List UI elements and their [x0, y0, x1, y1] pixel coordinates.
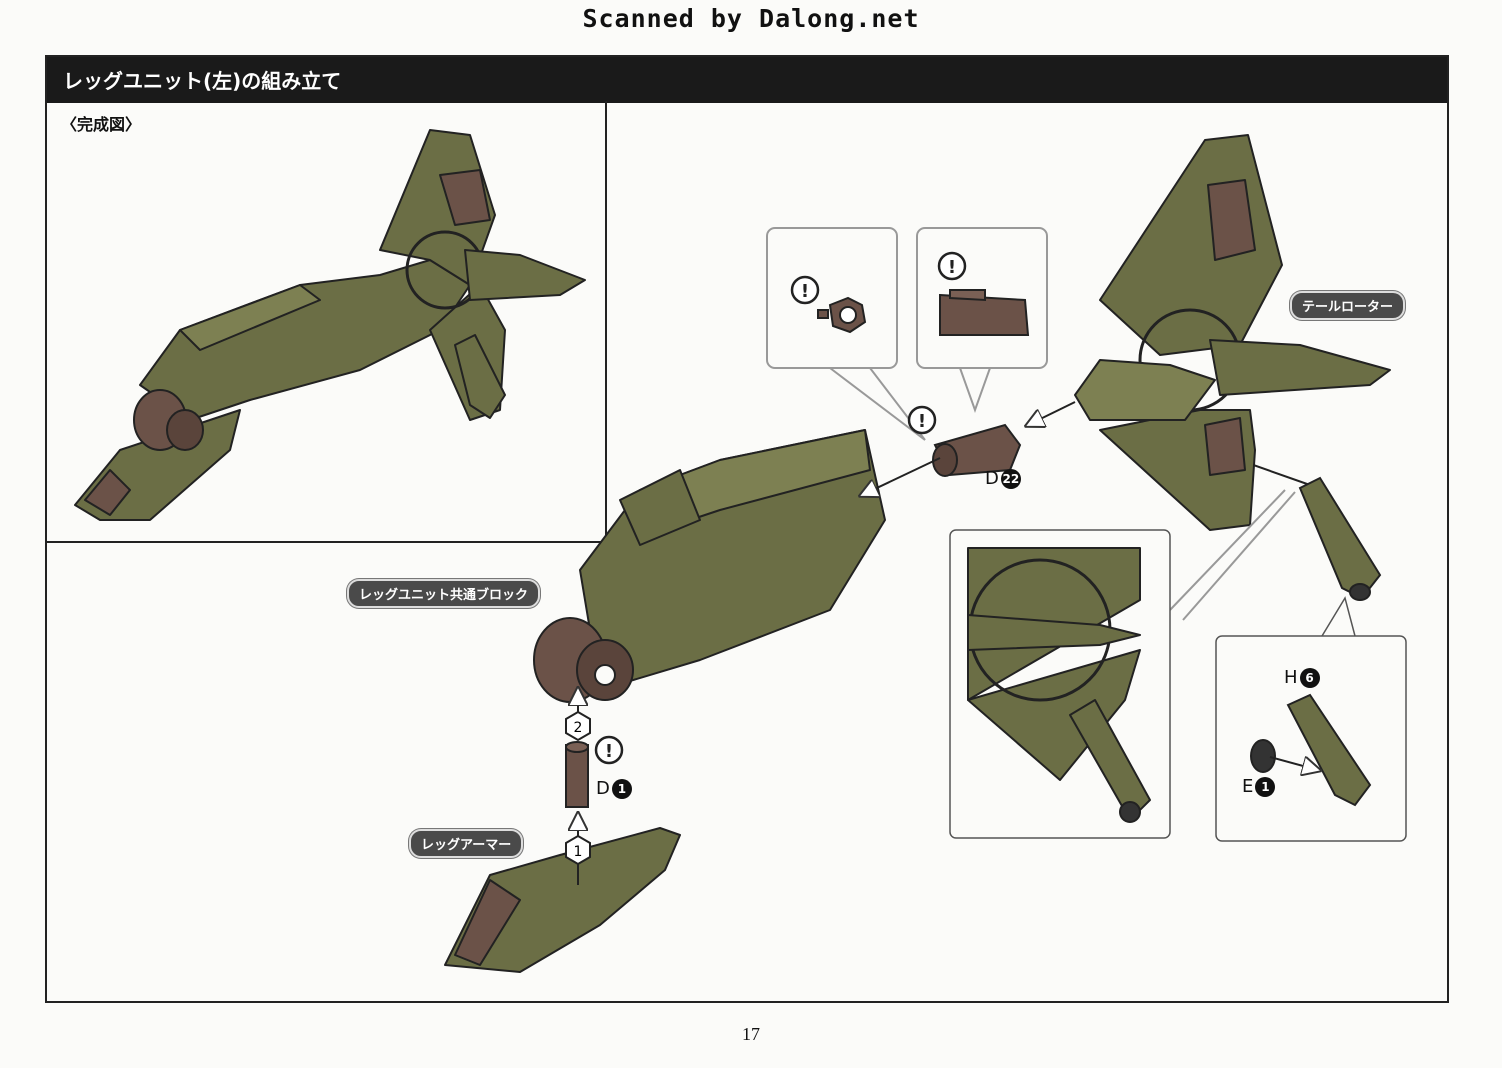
pin-d1: [565, 741, 589, 808]
rotor-detail-illustration: [967, 547, 1151, 823]
block-part: [939, 289, 1030, 336]
connector-d22: [932, 423, 1022, 477]
part-number-badge: 6: [1299, 668, 1320, 688]
pod-detail-illustration: [1250, 693, 1372, 807]
leg-common-block: [533, 429, 886, 703]
part-letter: D: [596, 778, 610, 799]
callout-nut: [766, 227, 898, 369]
page-number: 17: [742, 1024, 760, 1044]
tail-rotor-unit: [1074, 134, 1391, 531]
page-title: レッグユニット(左)の組み立て: [63, 69, 342, 93]
completed-leg-illustration: [74, 129, 586, 521]
label-common-block: レッグユニット共通ブロック: [347, 579, 541, 608]
step-1-number: 1: [574, 844, 583, 860]
part-number-badge: 22: [1000, 469, 1021, 489]
tail-pod-part: [1298, 476, 1382, 601]
part-number-badge: 1: [1255, 777, 1276, 797]
svg-text:!: !: [948, 257, 956, 278]
label-leg-armor: レッグアーマー: [409, 829, 524, 858]
completed-view-panel: 〈完成図〉: [47, 101, 607, 543]
leg-armor-part: [444, 827, 681, 973]
completed-view-label: 〈完成図〉: [61, 115, 142, 134]
part-number-badge: 1: [611, 779, 632, 799]
part-letter: E: [1242, 776, 1254, 797]
step-2-number: 2: [574, 720, 583, 736]
svg-text:!: !: [605, 741, 613, 762]
warning-icon: [594, 251, 967, 765]
part-letter: D: [985, 468, 999, 489]
svg-text:!: !: [801, 281, 809, 302]
nut-part: [817, 296, 867, 334]
label-tail-rotor: テールローター: [1290, 291, 1406, 320]
svg-text:!: !: [918, 411, 926, 432]
watermark: Scanned by Dalong.net: [582, 4, 920, 33]
part-letter: H: [1284, 667, 1298, 688]
header-bar: レッグユニット(左)の組み立て: [47, 57, 1447, 103]
